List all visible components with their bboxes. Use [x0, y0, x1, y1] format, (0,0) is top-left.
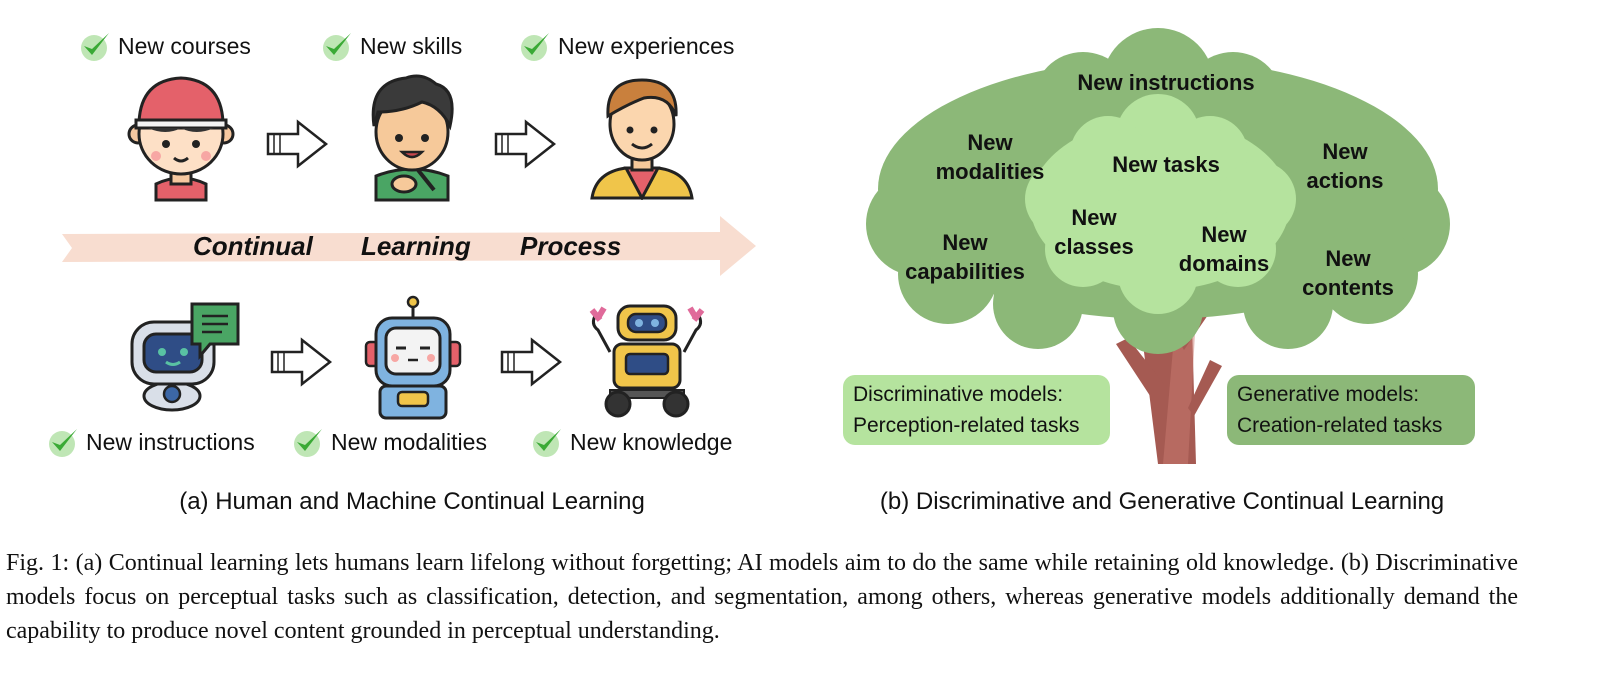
leaf-new-classes: New classes	[1054, 203, 1134, 261]
leaf-new-tasks: New tasks	[1112, 152, 1220, 177]
subcaption-a: (a) Human and Machine Continual Learning	[179, 488, 645, 515]
leaf-line: New	[1201, 222, 1247, 247]
check-label-text: New courses	[118, 32, 251, 59]
robot-head-icon	[364, 295, 462, 420]
checkmark-icon	[81, 33, 109, 61]
checkmark-icon	[49, 429, 77, 457]
leaf-new-contents: New contents	[1302, 244, 1394, 302]
leaf-line: New	[1325, 246, 1371, 271]
leaf-new-instructions: New instructions	[1077, 70, 1255, 95]
leaf-line: domains	[1178, 251, 1270, 276]
box-line: Generative models:	[1237, 383, 1420, 406]
box-line: Creation-related tasks	[1237, 414, 1443, 437]
figure-caption: Fig. 1: (a) Continual learning lets huma…	[6, 550, 1518, 644]
chatbot-icon	[130, 302, 240, 412]
continual-learning-process-arrow	[62, 216, 756, 276]
arrow-icon	[270, 337, 333, 387]
check-label-text: New knowledge	[570, 428, 733, 455]
arrow-icon	[500, 337, 563, 387]
checkmark-icon	[294, 429, 322, 457]
check-new-skills: New skills	[320, 28, 462, 64]
check-label-text: New experiences	[558, 32, 735, 59]
arrow-icon	[266, 119, 329, 169]
checkmark-icon	[533, 429, 561, 457]
discriminative-models-box: Discriminative models: Perception-relate…	[843, 375, 1110, 445]
arrow-icon	[494, 119, 557, 169]
check-label-text: New skills	[360, 32, 463, 59]
leaf-line: New	[967, 130, 1013, 155]
leaf-new-actions: New actions	[1306, 137, 1383, 195]
generative-models-box: Generative models: Creation-related task…	[1227, 375, 1475, 445]
leaf-line: modalities	[935, 159, 1045, 184]
check-new-instructions: New instructions	[46, 424, 255, 460]
check-label-text: New instructions	[86, 428, 255, 455]
leaf-line: contents	[1302, 275, 1394, 300]
subcaption-b: (b) Discriminative and Generative Contin…	[879, 488, 1445, 515]
leaf-line: New	[1071, 205, 1117, 230]
checkmark-icon	[521, 33, 549, 61]
check-new-courses: New courses	[78, 28, 251, 64]
child-with-cap-icon	[127, 76, 235, 202]
leaf-line: actions	[1306, 168, 1384, 193]
check-new-modalities: New modalities	[291, 424, 487, 460]
box-line: Perception-related tasks	[853, 414, 1080, 437]
leaf-line: classes	[1054, 234, 1134, 259]
tree-illustration	[866, 28, 1450, 464]
leaf-line: New	[1322, 139, 1368, 164]
leaf-line: New	[942, 230, 988, 255]
check-new-knowledge: New knowledge	[530, 424, 732, 460]
leaf-new-modalities: New modalities	[936, 128, 1045, 186]
arrow-word-process: Process	[520, 231, 622, 261]
checkmark-icon	[323, 33, 351, 61]
inner-canopy	[1025, 94, 1296, 314]
arrow-word-continual: Continual	[193, 231, 313, 261]
check-label-text: New modalities	[331, 428, 487, 455]
adult-man-icon	[590, 78, 694, 200]
leaf-new-capabilities: New capabilities	[905, 228, 1025, 286]
leaf-new-domains: New domains	[1179, 220, 1269, 278]
arrow-word-learning: Learning	[361, 231, 471, 261]
leaf-line: capabilities	[905, 259, 1025, 284]
robot-on-wheels-icon	[589, 304, 705, 418]
student-writing-icon	[371, 74, 454, 202]
check-new-experiences: New experiences	[518, 28, 734, 64]
box-line: Discriminative models:	[853, 383, 1064, 406]
